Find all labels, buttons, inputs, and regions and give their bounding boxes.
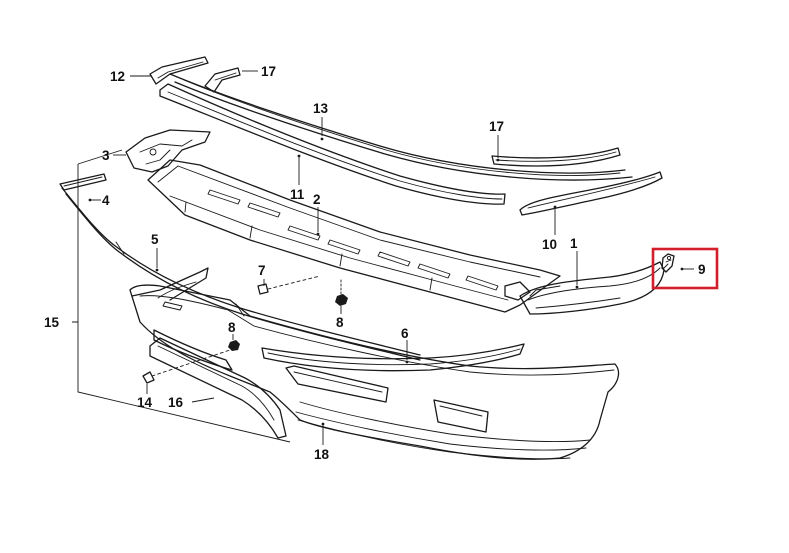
label-4: 4: [102, 193, 110, 208]
label-9: 9: [698, 262, 706, 277]
label-10: 10: [542, 237, 557, 252]
part-number-labels: 12 17 13 17 3 11 4 2 10 5 1 9 7 8 15 8 6…: [44, 64, 706, 462]
label-6: 6: [401, 326, 409, 341]
label-7: 7: [258, 263, 266, 278]
part-7-bolt: [257, 275, 321, 295]
label-16: 16: [168, 395, 184, 410]
label-11: 11: [290, 187, 305, 202]
part-12-trim-end-cap: [149, 56, 209, 85]
part-3-support-bracket: [125, 129, 211, 173]
label-15: 15: [44, 315, 60, 330]
part-8-nut-lower: [228, 340, 240, 351]
part-9-clip: [661, 253, 675, 273]
part-9-highlight-box: [651, 247, 719, 290]
part-4-rubber-strip: [59, 173, 107, 191]
leader-lines: [88, 70, 694, 445]
part-17-trim-strip-right: [491, 147, 621, 167]
label-17-top: 17: [261, 64, 276, 79]
label-17-right: 17: [489, 119, 504, 134]
label-2: 2: [313, 192, 321, 207]
label-3: 3: [102, 148, 110, 163]
label-8-lower: 8: [228, 320, 236, 335]
part-17-bracket-top: [204, 67, 241, 93]
part-5-rubber-seal: [61, 187, 421, 361]
part-2-bumper-carrier: [147, 159, 561, 313]
part-11-lower-trim-strip: [159, 83, 506, 205]
part-18-bumper-cover: [129, 267, 620, 460]
part-1-bumper-corner: [519, 261, 665, 315]
part-16-lower-spoiler: [149, 301, 287, 439]
label-13: 13: [313, 101, 329, 116]
part-13-upper-trim-strip: [169, 73, 633, 181]
part-15-assembly-bracket: [72, 149, 291, 443]
label-14: 14: [137, 395, 153, 410]
label-5: 5: [151, 232, 159, 247]
part-14-screw: [142, 349, 231, 384]
label-18: 18: [314, 447, 330, 462]
part-6-seal-strip: [261, 343, 525, 372]
part-8-nut-upper: [335, 279, 348, 306]
label-1: 1: [570, 236, 578, 251]
label-12: 12: [110, 69, 125, 84]
part-10-trim-end-right: [519, 171, 663, 216]
label-8-upper: 8: [336, 315, 344, 330]
